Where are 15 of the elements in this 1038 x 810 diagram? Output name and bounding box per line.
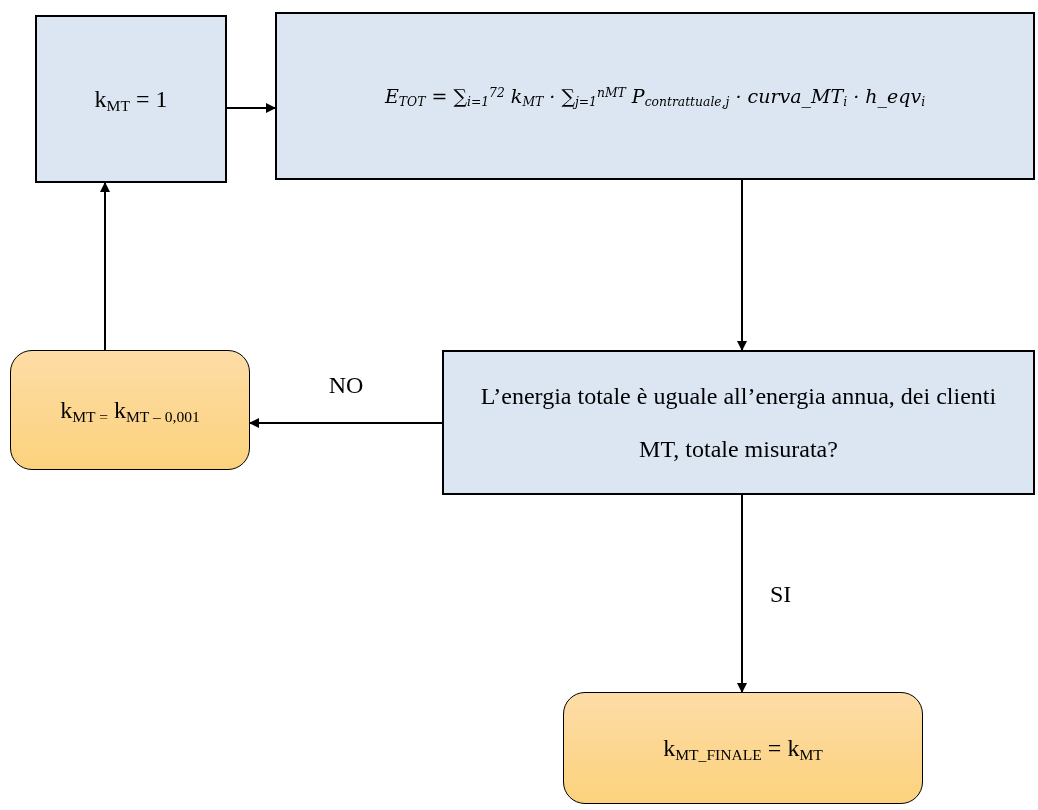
rounded-box [563,692,923,804]
formula-box [275,12,1035,180]
arrow [737,179,747,351]
process-box [35,15,227,183]
arrow [249,418,443,428]
node-text: k$_{MT =}$ k$_{MT – 0,001}$ [60,396,200,427]
node-text: L’energia totale è uguale all’energia annua, dei clienti MT, totale misurata? [479,381,998,464]
rounded-box [10,350,250,470]
formula: E$_{TOT}$ = ∑$_{i=1}$$^{72}$ k$_{MT}$ · ∑$_{j=1}$$^{nMT}$ P$_{contrattuale,j}$ · curva_MT$_{i}$ · h_eqv$_{i}$ [384,83,926,111]
arrow [226,103,276,113]
decision-box [442,350,1035,495]
arrow [100,182,110,351]
node-text: k$_{MT}$ = 1 [94,85,168,116]
node-text: k$_{MT_FINALE}$ = k$_{MT}$ [663,734,823,765]
arrow [737,494,747,693]
